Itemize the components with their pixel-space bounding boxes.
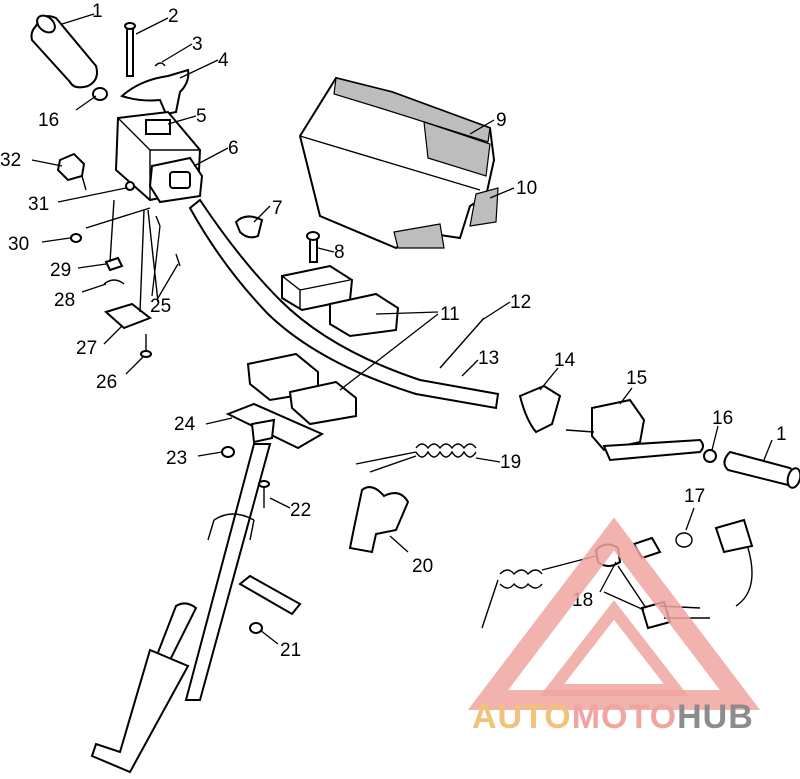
- nut-23: [221, 446, 235, 458]
- callout-13: 13: [478, 348, 499, 369]
- callout-5: 5: [196, 106, 207, 127]
- steering-mount-plate: [225, 402, 325, 450]
- callout-3: 3: [192, 34, 203, 55]
- callout-22: 22: [290, 500, 311, 521]
- handlebar: [188, 198, 500, 410]
- callout-labels: 1 2 3 4 16 5 6 32 31 30 29 28 25 27 26 7…: [0, 1, 787, 661]
- callout-21: 21: [280, 640, 301, 661]
- callout-24: 24: [174, 414, 196, 435]
- handlebar-pad: [298, 76, 499, 250]
- callout-16-right: 16: [712, 408, 733, 429]
- hand-grip-left: [30, 14, 98, 89]
- callout-15: 15: [626, 368, 647, 389]
- screw-25b: [175, 253, 181, 267]
- nut-30: [70, 233, 82, 243]
- callout-6: 6: [228, 138, 239, 159]
- steering-post: [90, 443, 272, 774]
- handlebar-clamp-lower: [246, 352, 357, 426]
- callout-30: 30: [8, 234, 29, 255]
- clip-28: [103, 279, 125, 285]
- watermark-text: AUTOMOTOHUB: [472, 698, 754, 736]
- watermark-text-auto: AUTO: [472, 698, 572, 736]
- cable-tie: [439, 317, 485, 369]
- screw-31: [125, 181, 135, 191]
- brake-master-cylinder: [565, 398, 704, 462]
- callout-14: 14: [554, 350, 576, 371]
- callout-10: 10: [516, 178, 537, 199]
- watermark: AUTOMOTOHUB: [467, 517, 761, 736]
- pivot-pin: [124, 22, 136, 77]
- callout-17: 17: [684, 486, 705, 507]
- callout-12: 12: [510, 292, 531, 313]
- bolt-22: [258, 480, 270, 508]
- callout-8: 8: [334, 242, 345, 263]
- watermark-text-hub: HUB: [677, 698, 754, 736]
- screw-26: [140, 334, 152, 358]
- grip-end-plug-right: [703, 449, 717, 463]
- callout-9: 9: [496, 110, 507, 131]
- callout-20: 20: [412, 556, 433, 577]
- callout-26: 26: [96, 372, 117, 393]
- spacer-tube: [238, 574, 302, 616]
- hand-grip-right: [723, 450, 800, 489]
- bolt-8: [306, 231, 320, 263]
- callout-27: 27: [76, 338, 97, 359]
- callout-16-left: 16: [38, 110, 59, 131]
- switch-block: [148, 156, 204, 204]
- callout-7: 7: [272, 198, 283, 219]
- grip-end-plug-left: [92, 87, 108, 101]
- watermark-text-moto: MOTO: [572, 698, 677, 736]
- callout-25: 25: [150, 296, 171, 317]
- callout-28: 28: [54, 290, 75, 311]
- handlebar-clamp-upper: [281, 264, 400, 338]
- callout-23: 23: [166, 448, 187, 469]
- callout-29: 29: [50, 260, 71, 281]
- callout-4: 4: [218, 50, 229, 71]
- callout-19: 19: [500, 452, 521, 473]
- callout-11: 11: [440, 304, 460, 325]
- screw-25a: [155, 215, 161, 227]
- retaining-clip: [154, 62, 166, 67]
- callout-2: 2: [168, 6, 179, 27]
- nut-21: [249, 622, 263, 634]
- kill-switch: [56, 152, 87, 191]
- callout-32: 32: [0, 150, 21, 171]
- leader-lines: [31, 13, 773, 645]
- switch-bracket: [348, 486, 410, 554]
- cable-clip: [234, 215, 264, 239]
- throttle-lever: [120, 68, 190, 116]
- callout-31: 31: [28, 194, 49, 215]
- watermark-triangle-logo: [467, 517, 761, 710]
- callout-1-right: 1: [776, 424, 787, 445]
- assembly-line-left: [85, 199, 159, 313]
- cover-plate: [104, 302, 153, 330]
- brake-lever-bracket: [518, 384, 562, 434]
- washer-29: [104, 256, 124, 272]
- coil-cord: [355, 443, 477, 473]
- callout-1-left: 1: [92, 1, 103, 22]
